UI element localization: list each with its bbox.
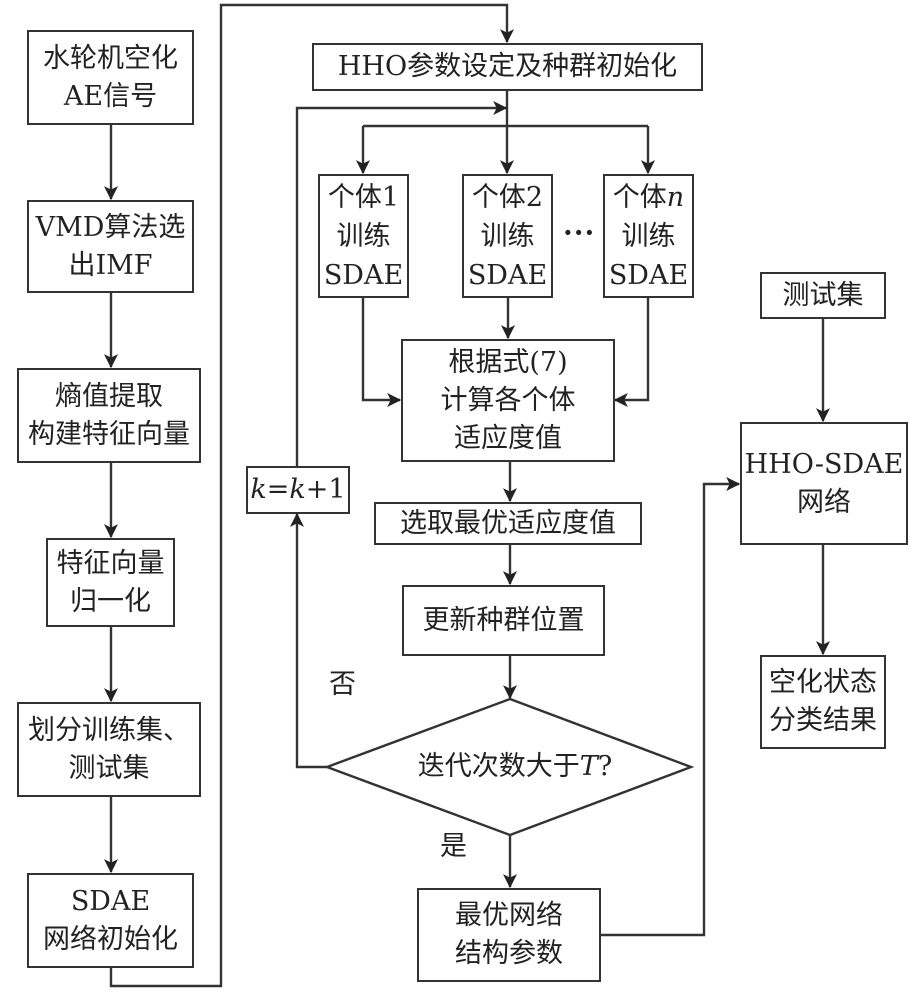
hho-init-box: HHO参数设定及种群初始化 [312,43,703,91]
connector-init-to-hho [109,3,514,988]
individual-model: SDAE [608,259,689,291]
no-label: 否 [329,669,356,700]
increment-var: k [250,474,267,505]
arrow-individual-1-to-fitness [361,297,402,407]
yes-label: 是 [440,831,467,862]
decision-prefix: 迭代次数大于 [417,751,580,782]
arrow-final-to-network [600,477,741,937]
increment-plus: +1 [305,474,346,505]
individual-n-box: 个体n 训练 SDAE [603,174,694,298]
individual-prefix: 个体 [327,181,382,213]
individual-title: 个体n [613,178,684,217]
step-line: 特征向量 [56,547,165,579]
fitness-line: 计算各个体 [440,384,576,416]
step-split-dataset: 划分训练集、 测试集 [17,702,201,797]
increment-label: k=k+1 [250,471,345,509]
step-normalize: 特征向量 归一化 [46,538,175,627]
individual-train: 训练 [621,220,676,252]
individual-model: SDAE [467,259,548,291]
fitness-line: 根据式(7) [448,346,568,378]
individual-2-box: 个体2 训练 SDAE [462,174,553,298]
individual-1-box: 个体1 训练 SDAE [318,174,409,298]
result-line: 分类结果 [769,705,877,736]
individual-title: 个体2 [472,178,543,217]
individual-train: 训练 [336,220,391,252]
step-line: 测试集 [68,752,150,784]
step-line: AE信号 [63,80,158,112]
ellipsis: ··· [563,216,596,249]
step-sdae-init: SDAE 网络初始化 [27,873,194,968]
step-line: 熵值提取 [55,380,163,412]
fitness-box: 根据式(7) 计算各个体 适应度值 [401,339,615,462]
result-line: 空化状态 [769,667,877,698]
test-set-box: 测试集 [760,272,886,319]
individual-train: 训练 [480,220,535,252]
select-best-box: 选取最优适应度值 [374,502,642,545]
step-line: 水轮机空化 [43,42,178,74]
select-best-label: 选取最优适应度值 [400,507,616,539]
step-line: 归一化 [70,585,151,617]
increment-var: k [289,474,306,505]
loop-return-line [295,101,508,466]
individual-index: n [666,181,685,213]
increment-box: k=k+1 [246,466,350,514]
individual-prefix: 个体 [612,181,667,213]
final-params-box: 最优网络 结构参数 [417,888,601,982]
update-position-box: 更新种群位置 [402,585,605,656]
hho-sdae-network-box: HHO-SDAE 网络 [740,422,908,545]
final-line: 最优网络 [455,900,563,931]
step-line: VMD算法选 [35,211,186,243]
step-vmd-imf: VMD算法选 出IMF [27,200,194,293]
classification-result-box: 空化状态 分类结果 [760,655,886,749]
hho-init-label: HHO参数设定及种群初始化 [337,51,678,82]
individual-model: SDAE [323,259,404,291]
arrow-no-to-increment [290,512,327,769]
individual-prefix: 个体 [471,181,526,213]
fitness-line: 适应度值 [454,422,562,454]
decision-var: T [579,751,598,782]
step-line: SDAE [70,885,151,917]
increment-eq: = [266,474,290,505]
arrow-individual-n-to-fitness [613,297,650,407]
individual-index: 2 [525,181,544,213]
network-line: HHO-SDAE [744,448,904,480]
network-line: 网络 [797,486,851,518]
individual-index: 1 [381,181,400,213]
decision-label: 迭代次数大于T? [370,752,660,782]
step-line: 网络初始化 [43,923,178,955]
step-entropy-feature: 熵值提取 构建特征向量 [17,368,201,463]
step-line: 出IMF [68,249,153,281]
individual-title: 个体1 [328,178,399,217]
step-ae-signal: 水轮机空化 AE信号 [27,30,194,125]
final-line: 结构参数 [455,938,563,969]
step-line: 划分训练集、 [28,714,190,746]
update-position-label: 更新种群位置 [422,604,585,636]
test-set-label: 测试集 [782,279,864,311]
step-line: 构建特征向量 [28,418,190,450]
decision-suffix: ? [597,751,613,782]
